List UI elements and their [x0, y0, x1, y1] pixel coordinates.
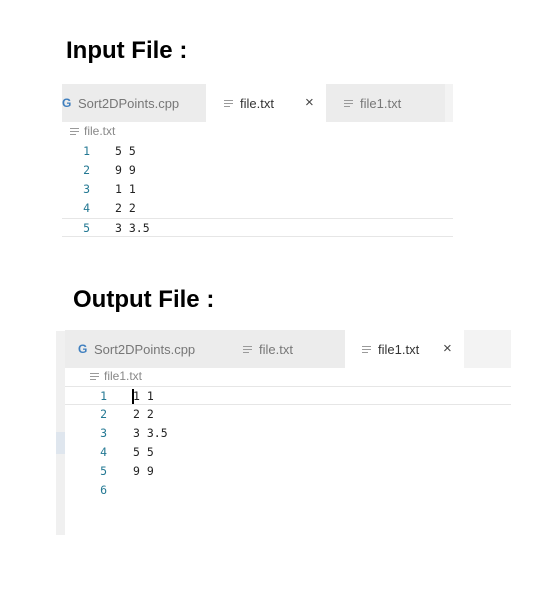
tab-sort2dpoints-cpp[interactable]: G Sort2DPoints.cpp [65, 330, 225, 368]
line-text: 1 1 [115, 182, 136, 196]
text-file-icon [362, 345, 372, 354]
editor-line: 1 5 5 [62, 142, 453, 161]
tab-sort2dpoints-cpp[interactable]: G Sort2DPoints.cpp [62, 84, 206, 122]
editor-line: 5 9 9 [65, 462, 511, 481]
output-editor-panel: G Sort2DPoints.cpp file.txt file1.txt × … [65, 330, 511, 535]
text-file-icon [243, 345, 253, 354]
tab-label: Sort2DPoints.cpp [94, 341, 196, 357]
tab-file1-txt[interactable]: file1.txt × [345, 330, 464, 368]
editor-margin-highlight [56, 432, 65, 454]
line-number: 1 [83, 144, 90, 158]
line-number: 3 [83, 182, 90, 196]
tab-label: file1.txt [378, 341, 420, 357]
line-text: 5 5 [133, 445, 154, 459]
tab-label: Sort2DPoints.cpp [78, 95, 180, 111]
tab-file-txt[interactable]: file.txt [225, 330, 345, 368]
breadcrumb[interactable]: file.txt [70, 124, 115, 138]
text-editor[interactable]: 1 5 5 2 9 9 3 1 1 4 2 2 5 3 3.5 [62, 142, 453, 237]
tab-label: file.txt [259, 341, 293, 357]
line-text: 9 9 [133, 464, 154, 478]
line-text: 9 9 [115, 163, 136, 177]
close-icon[interactable]: × [305, 94, 314, 111]
text-file-icon [70, 127, 79, 136]
line-text: 5 5 [115, 144, 136, 158]
editor-line: 2 2 2 [65, 405, 511, 424]
editor-line: 4 2 2 [62, 199, 453, 218]
line-text: 2 2 [115, 201, 136, 215]
tab-label: file.txt [240, 95, 274, 111]
tab-file1-txt[interactable]: file1.txt [326, 84, 445, 122]
tab-label: file1.txt [360, 95, 402, 111]
line-text: 3 3.5 [133, 426, 168, 440]
tab-bar: G Sort2DPoints.cpp file.txt × file1.txt [62, 84, 453, 122]
line-number: 1 [100, 389, 107, 403]
line-number: 5 [100, 464, 107, 478]
text-file-icon [90, 372, 99, 381]
input-editor-panel: G Sort2DPoints.cpp file.txt × file1.txt … [62, 84, 453, 239]
editor-line: 6 [65, 481, 511, 500]
text-editor[interactable]: 1 1 1 2 2 2 3 3 3.5 4 5 5 5 9 9 6 [65, 386, 511, 500]
tab-bar: G Sort2DPoints.cpp file.txt file1.txt × [65, 330, 511, 368]
input-file-heading: Input File : [66, 37, 188, 64]
tab-file-txt[interactable]: file.txt × [206, 84, 326, 122]
editor-line: 4 5 5 [65, 443, 511, 462]
editor-line: 3 1 1 [62, 180, 453, 199]
line-number: 4 [83, 201, 90, 215]
line-text: 2 2 [133, 407, 154, 421]
editor-line: 3 3 3.5 [65, 424, 511, 443]
line-number: 3 [100, 426, 107, 440]
editor-line-current: 5 3 3.5 [62, 218, 453, 237]
text-cursor [132, 389, 134, 404]
cpp-file-icon: G [62, 96, 72, 110]
text-file-icon [344, 99, 354, 108]
line-number: 5 [83, 221, 90, 235]
breadcrumb-label: file.txt [84, 124, 116, 138]
line-number: 6 [100, 483, 107, 497]
breadcrumb[interactable]: file1.txt [90, 369, 142, 383]
line-text: 1 1 [133, 389, 154, 403]
editor-line-current: 1 1 1 [65, 386, 511, 405]
output-file-heading: Output File : [73, 286, 215, 313]
line-number: 2 [100, 407, 107, 421]
text-file-icon [224, 99, 234, 108]
breadcrumb-label: file1.txt [104, 369, 143, 383]
line-number: 2 [83, 163, 90, 177]
editor-line: 2 9 9 [62, 161, 453, 180]
cpp-file-icon: G [78, 342, 88, 356]
line-number: 4 [100, 445, 107, 459]
close-icon[interactable]: × [443, 340, 452, 357]
line-text: 3 3.5 [115, 221, 150, 235]
